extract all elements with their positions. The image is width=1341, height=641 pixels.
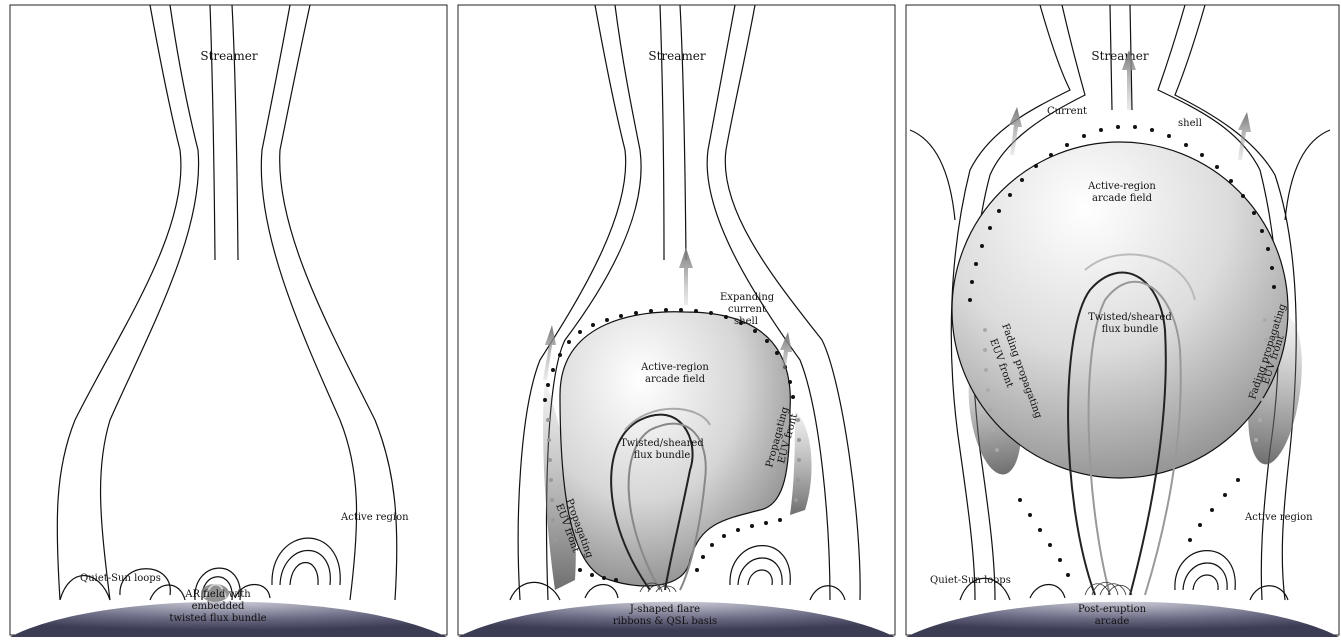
- twisted-label-2: flux bundle: [634, 450, 691, 461]
- post-eruption-label-2: arcade: [1095, 616, 1130, 627]
- panel-3: Streamer: [906, 5, 1339, 637]
- ar-field-label-1: AR field with: [184, 589, 251, 600]
- quiet-sun-label: Quiet-Sun loops: [80, 573, 161, 584]
- active-region-label: Active region: [1244, 512, 1313, 523]
- active-region-label: Active region: [340, 512, 409, 523]
- panel-1-frame: [10, 5, 447, 635]
- arcade-label-1: Active-region: [640, 362, 709, 373]
- streamer-label: Streamer: [200, 49, 258, 63]
- twisted-label-1: Twisted/sheared: [1088, 312, 1172, 323]
- current-label: Current: [1047, 106, 1087, 117]
- arcade-label-2: arcade field: [645, 374, 706, 385]
- expanding-label-1: Expanding: [720, 292, 775, 303]
- streamer-label: Streamer: [648, 49, 706, 63]
- twisted-label-1: Twisted/sheared: [620, 438, 704, 449]
- shell-label: shell: [1178, 118, 1202, 129]
- expanding-label-2: current: [728, 304, 766, 315]
- arcade-label-1: Active-region: [1087, 181, 1156, 192]
- ar-field-label-2: embedded: [192, 601, 245, 612]
- flare-label-2: ribbons & QSL basis: [613, 616, 717, 627]
- post-eruption-label-1: Post-eruption: [1078, 604, 1147, 615]
- arcade-label-2: arcade field: [1092, 193, 1153, 204]
- flare-label-1: J-shaped flare: [629, 604, 700, 615]
- twisted-label-2: flux bundle: [1102, 324, 1159, 335]
- ar-field-label-3: twisted flux bundle: [169, 613, 266, 624]
- panel-1: Streamer Quiet-Sun loops Active region A…: [10, 5, 447, 637]
- streamer-label: Streamer: [1091, 49, 1149, 63]
- quiet-sun-label: Quiet-Sun loops: [930, 575, 1011, 586]
- panel-2: Streamer: [458, 5, 895, 637]
- expanding-label-3: shell: [734, 316, 758, 327]
